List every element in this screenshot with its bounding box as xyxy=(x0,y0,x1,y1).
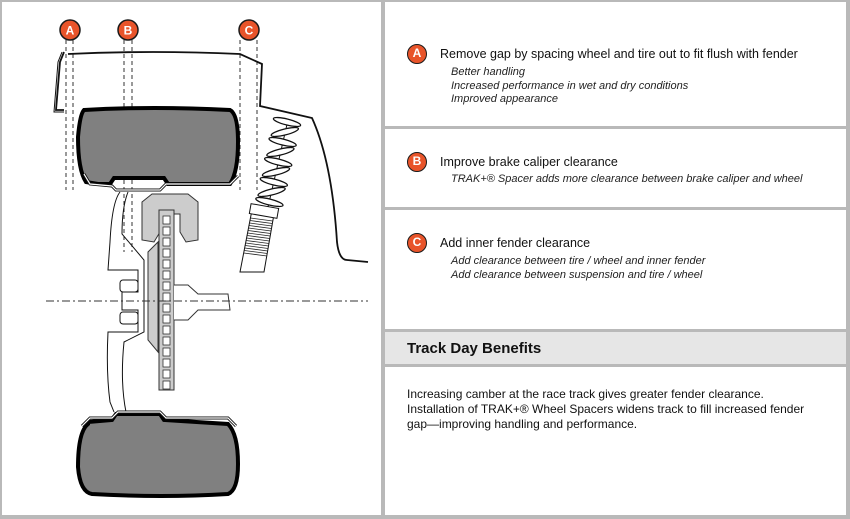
fender-outline xyxy=(55,51,369,263)
benefit-section-c: C Add inner fender clearance Add clearan… xyxy=(385,210,846,329)
benefit-a-detail: Improved appearance xyxy=(451,93,559,105)
thread-line xyxy=(246,240,270,244)
thread-line xyxy=(248,227,272,232)
lug-nut-lower xyxy=(119,311,139,325)
benefit-c-detail: Add clearance between tire / wheel and i… xyxy=(451,255,706,267)
coilover-spring xyxy=(255,116,302,208)
marker-c-label: C xyxy=(245,24,254,38)
benefit-b-title: Improve brake caliper clearance xyxy=(440,155,618,169)
marker-c-circle xyxy=(238,19,260,41)
benefit-b-details: TRAK+® Spacer adds more clearance betwee… xyxy=(451,173,802,187)
benefit-a-details: Better handling Increased performance in… xyxy=(451,66,688,107)
wheel-spoke xyxy=(106,191,145,413)
thread-line xyxy=(244,247,268,252)
badge-b: B xyxy=(407,152,427,172)
rotor-vent xyxy=(162,369,171,379)
axle-hub xyxy=(174,284,231,321)
benefit-c-detail: Add clearance between suspension and tir… xyxy=(451,268,703,281)
fender-lip xyxy=(53,51,64,113)
thread-line xyxy=(245,242,269,247)
spring-coil xyxy=(261,166,291,178)
thread-line xyxy=(246,237,270,242)
benefit-a-detail: Better handling xyxy=(451,66,525,78)
thread-line xyxy=(247,235,270,239)
rotor-vent xyxy=(162,325,171,335)
rotor-vent xyxy=(162,237,171,247)
wheel-cross-section-diagram: A B C xyxy=(46,19,369,498)
rotor-vents xyxy=(162,215,171,390)
shock-threads xyxy=(243,217,273,257)
thread-line xyxy=(247,230,271,234)
wheel-diagram-panel: A B C xyxy=(2,2,381,515)
thread-line xyxy=(243,252,268,257)
spring-collar xyxy=(248,203,280,219)
rotor-vent xyxy=(162,281,171,291)
spring-coil xyxy=(270,126,300,138)
track-day-line: Installation of TRAK+® Wheel Spacers wid… xyxy=(407,402,805,416)
rotor-vent xyxy=(162,215,171,225)
rotor-vent xyxy=(162,292,171,302)
rotor-vent xyxy=(162,358,171,368)
track-day-text: Increasing camber at the race track give… xyxy=(407,387,827,432)
rotor-vent xyxy=(162,226,171,236)
bottom-tire xyxy=(75,412,241,498)
rotor-vent xyxy=(162,347,171,357)
track-day-heading: Track Day Benefits xyxy=(407,340,542,357)
brake-caliper xyxy=(141,193,199,243)
thread-line xyxy=(247,232,271,237)
rotor-vent xyxy=(162,336,171,346)
spring-coil xyxy=(272,116,302,128)
marker-b-label: B xyxy=(124,24,133,38)
marker-a-label: A xyxy=(66,24,75,38)
track-day-header: Track Day Benefits xyxy=(385,332,846,364)
marker-c: C xyxy=(238,19,260,41)
rotor-vent xyxy=(162,270,171,280)
badge-a: A xyxy=(407,44,427,64)
spring-coil xyxy=(263,156,293,168)
marker-a: A xyxy=(59,19,81,41)
badge-c: C xyxy=(407,233,427,253)
spring-coil xyxy=(259,176,289,188)
track-day-line: gap—improving handling and performance. xyxy=(407,417,638,431)
benefit-b-detail: TRAK+® Spacer adds more clearance betwee… xyxy=(451,173,803,185)
thread-line xyxy=(245,245,269,249)
marker-b: B xyxy=(117,19,139,41)
hub-plate xyxy=(147,240,159,354)
thread-line xyxy=(244,250,268,254)
track-day-body: Increasing camber at the race track give… xyxy=(385,367,846,515)
rotor-vent xyxy=(162,303,171,313)
top-rim-highlight xyxy=(83,173,239,191)
benefit-section-a: A Remove gap by spacing wheel and tire o… xyxy=(385,2,846,126)
rotor-vent xyxy=(162,314,171,324)
benefit-section-b: B Improve brake caliper clearance TRAK+®… xyxy=(385,129,846,207)
benefit-c-title: Add inner fender clearance xyxy=(440,236,591,250)
benefits-panel: A Remove gap by spacing wheel and tire o… xyxy=(385,2,846,515)
top-tire xyxy=(75,106,241,186)
track-day-line: Increasing camber at the race track give… xyxy=(407,387,764,401)
thread-line xyxy=(248,225,272,229)
bottom-rim-highlight xyxy=(81,411,237,427)
spring-coil xyxy=(255,196,284,208)
lug-nut-upper xyxy=(119,279,139,293)
rotor-vent xyxy=(162,380,171,390)
marker-b-circle xyxy=(117,19,139,41)
rotor-vent xyxy=(162,259,171,269)
thread-line xyxy=(249,220,273,224)
benefit-c-details: Add clearance between tire / wheel and i… xyxy=(451,255,705,282)
benefit-a-title: Remove gap by spacing wheel and tire out… xyxy=(440,47,798,61)
rotor-vent xyxy=(162,248,171,258)
spring-coil xyxy=(257,186,286,198)
marker-a-circle xyxy=(59,19,81,41)
thread-line xyxy=(249,222,272,227)
thread-line xyxy=(250,217,273,222)
spring-coil xyxy=(266,146,295,158)
spring-coil xyxy=(268,136,297,148)
benefit-a-detail: Increased performance in wet and dry con… xyxy=(451,79,689,92)
